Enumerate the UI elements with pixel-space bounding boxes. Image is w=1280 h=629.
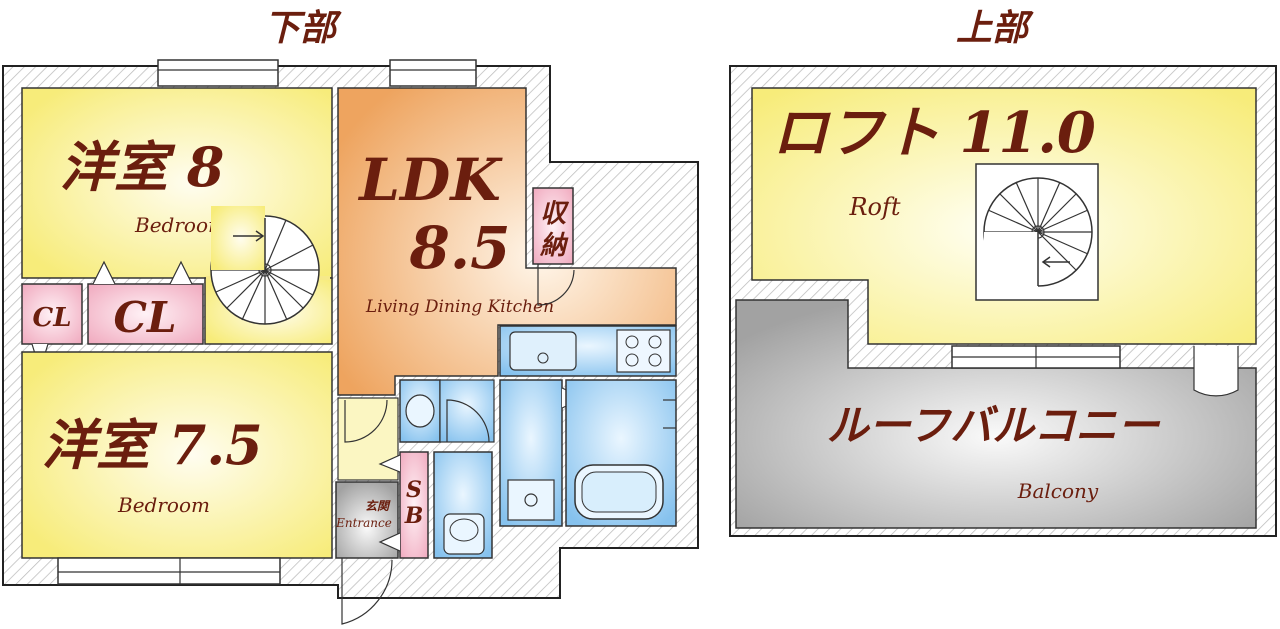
washer-icon [507, 479, 555, 521]
entrance-label: 玄関 [365, 499, 391, 513]
roof-balcony: ルーフバルコニー Balcony [735, 299, 1257, 529]
sink-icon [509, 331, 577, 371]
storage: 収 納 [532, 187, 575, 306]
entrance-door-icon [341, 558, 393, 625]
loft-en-label: Roft [848, 193, 900, 221]
ldk-size-label: 8.5 [409, 214, 511, 282]
ldk-en-label: Living Dining Kitchen [365, 297, 554, 317]
spiral-stair-upper [975, 163, 1099, 301]
stove-icon [616, 329, 671, 373]
kitchen-counter [499, 325, 677, 377]
entrance: 玄関 Entrance [335, 481, 399, 625]
loft-label: ロフト 11.0 [772, 100, 1096, 166]
shoe-box-label-top: S [406, 477, 422, 503]
toilet [433, 451, 493, 559]
closet-large: CL [87, 260, 204, 345]
bathroom [565, 379, 677, 527]
balcony-en-label: Balcony [1017, 479, 1099, 503]
bedroom-7-5-en-label: Bedroom [117, 493, 210, 517]
storage-label-bottom: 納 [539, 231, 569, 261]
balcony-label: ルーフバルコニー [827, 401, 1162, 450]
bedroom-7-5: 洋室 7.5 Bedroom [21, 351, 333, 559]
ldk-room: LDK 8.5 Living Dining Kitchen [337, 87, 677, 396]
shoe-box: S B [378, 451, 429, 559]
upper-floor-title: 上部 [956, 7, 1034, 49]
washbasin [399, 379, 495, 443]
laundry-area [499, 379, 586, 527]
hallway-door-icon [344, 399, 388, 443]
windows-upper [951, 345, 1239, 397]
spiral-stair-lower [210, 206, 320, 325]
shoe-box-label-bottom: B [404, 503, 424, 529]
closet-small: CL [21, 283, 83, 373]
ldk-label: LDK [357, 146, 503, 214]
entrance-en-label: Entrance [335, 516, 392, 530]
storage-label-top: 収 [540, 199, 570, 229]
bedroom-8-label: 洋室 8 [60, 135, 224, 199]
windows-lower [57, 59, 477, 585]
closet-small-label: CL [33, 303, 72, 333]
lower-floor-title: 下部 [264, 7, 342, 49]
closet-large-label: CL [114, 293, 177, 342]
bedroom-7-5-label: 洋室 7.5 [42, 413, 263, 477]
